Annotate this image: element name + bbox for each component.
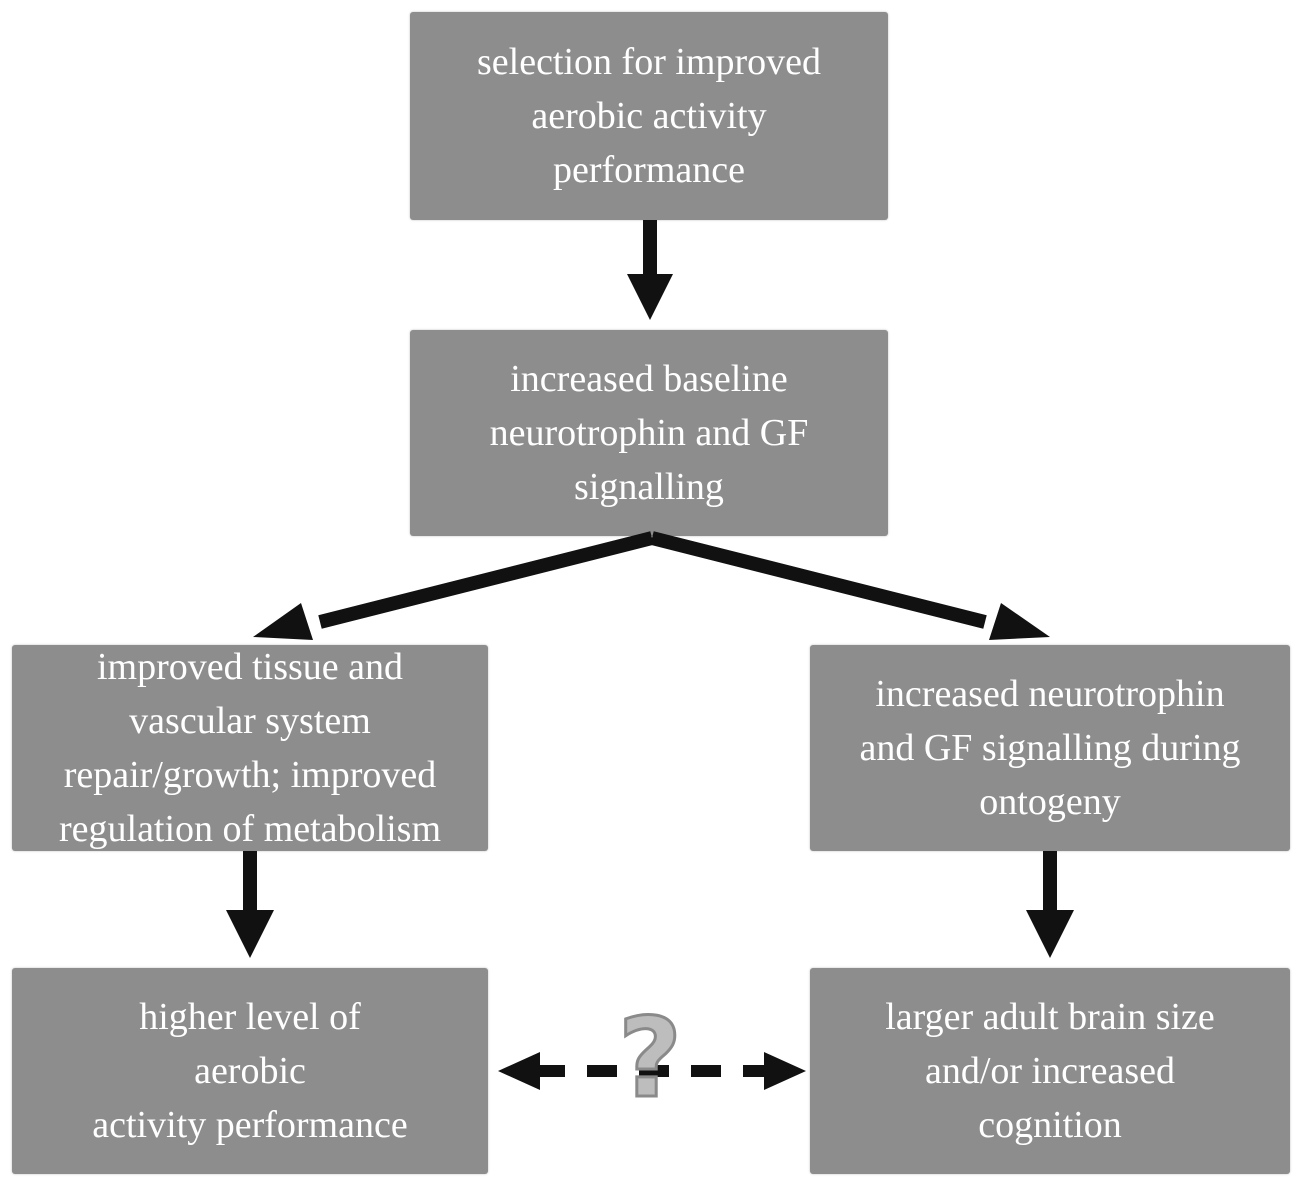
box-baseline-signalling-text: increased baseline neurotrophin and GF s… bbox=[489, 358, 809, 508]
arrowhead-dashed-right bbox=[764, 1052, 806, 1090]
arrowhead-left-diagonal bbox=[253, 603, 313, 640]
arrowhead-down-right bbox=[1026, 910, 1074, 958]
box-baseline-signalling: increased baseline neurotrophin and GF s… bbox=[410, 330, 888, 536]
arrowhead-down-left bbox=[226, 910, 274, 958]
box-selection-text: selection for improved aerobic activity … bbox=[476, 41, 821, 191]
box-tissue-repair: improved tissue and vascular system repa… bbox=[12, 645, 488, 851]
box-ontogeny-signalling-text: increased neurotrophin and GF signalling… bbox=[859, 673, 1241, 823]
arrow-baseline-to-tissue bbox=[318, 531, 654, 629]
box-aerobic-performance-text: higher level of aerobic activity perform… bbox=[92, 996, 408, 1146]
arrowhead-dashed-left bbox=[498, 1052, 540, 1090]
question-mark-icon: ? bbox=[617, 994, 684, 1122]
arrowhead-down-center bbox=[627, 274, 673, 320]
box-aerobic-performance: higher level of aerobic activity perform… bbox=[12, 968, 488, 1174]
box-tissue-repair-text: improved tissue and vascular system repa… bbox=[58, 646, 442, 850]
box-brain-size-text: larger adult brain size and/or increased… bbox=[885, 996, 1215, 1146]
box-ontogeny-signalling: increased neurotrophin and GF signalling… bbox=[810, 645, 1290, 851]
arrow-baseline-to-ontogeny bbox=[650, 531, 987, 629]
box-brain-size: larger adult brain size and/or increased… bbox=[810, 968, 1290, 1174]
box-selection: selection for improved aerobic activity … bbox=[410, 12, 888, 220]
arrowhead-right-diagonal bbox=[989, 603, 1050, 640]
